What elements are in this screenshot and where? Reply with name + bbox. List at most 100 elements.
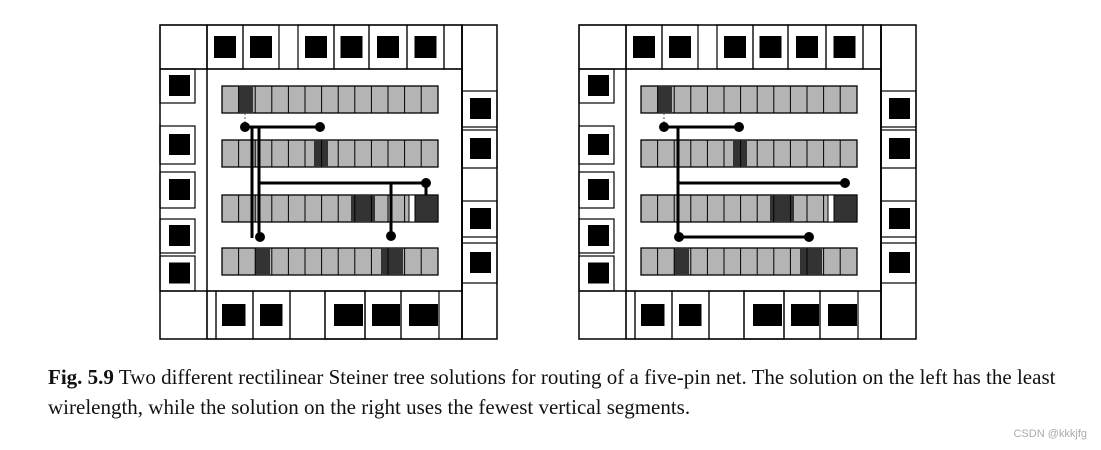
- cell-row: [640, 247, 858, 276]
- io-pad-slot: [242, 24, 280, 70]
- figure-diagram: [159, 24, 917, 340]
- io-pad-slot: [206, 290, 217, 340]
- io-pad: [641, 304, 663, 326]
- figure-label: Fig. 5.9: [48, 365, 114, 389]
- io-pad: [341, 304, 363, 326]
- io-pad: [833, 36, 856, 58]
- io-pad: [377, 36, 399, 58]
- pin-cell: [658, 86, 672, 113]
- io-pad: [889, 252, 910, 273]
- io-pad: [169, 75, 190, 96]
- pin-cell: [255, 248, 270, 275]
- watermark: CSDN @kkkjfg: [1013, 428, 1087, 440]
- io-pad: [222, 304, 244, 326]
- io-pad: [835, 304, 857, 326]
- io-pad: [169, 225, 190, 246]
- io-pad: [889, 98, 910, 119]
- io-pad-slot: [819, 290, 859, 340]
- pin-cell: [800, 248, 822, 275]
- io-pad: [416, 304, 438, 326]
- io-pad-slot: [661, 24, 699, 70]
- pin-cell: [674, 248, 689, 275]
- io-pad-slot: [159, 255, 196, 292]
- io-pad: [470, 138, 491, 159]
- figure-caption: Fig. 5.9 Two different rectilinear Stein…: [48, 362, 1058, 422]
- io-pad-slot: [443, 24, 463, 70]
- io-pad: [796, 36, 818, 58]
- right-pad-column: [880, 24, 917, 340]
- cell-row: [221, 194, 439, 223]
- io-pad-slot: [159, 68, 196, 104]
- io-pad: [250, 36, 272, 58]
- io-pad: [889, 208, 910, 229]
- net-pin-node: [804, 232, 814, 242]
- cell-row: [221, 139, 439, 168]
- io-pad: [305, 36, 327, 58]
- panel-right-fewest-vertical-segments: [578, 24, 917, 340]
- corner-cell: [578, 24, 627, 70]
- net-pin-node: [315, 122, 325, 132]
- io-pad: [340, 36, 363, 58]
- io-pad: [588, 75, 609, 96]
- io-pad-slot: [578, 218, 615, 254]
- net-pin-node: [386, 231, 396, 241]
- pin-cell: [239, 86, 253, 113]
- io-pad: [470, 208, 491, 229]
- io-pad-slot: [708, 290, 745, 340]
- pin-cell: [381, 248, 403, 275]
- corner-cell: [159, 24, 208, 70]
- io-pad: [588, 134, 609, 155]
- io-pad: [724, 36, 746, 58]
- cell-row: [640, 194, 858, 223]
- net-pin-node: [421, 178, 431, 188]
- cell-row: [640, 139, 858, 168]
- io-pad: [169, 134, 190, 155]
- io-pad-slot: [400, 290, 440, 340]
- net-pin-node: [255, 232, 265, 242]
- io-pad: [588, 179, 609, 200]
- right-pad-column: [461, 24, 498, 340]
- io-pad-slot: [578, 255, 615, 292]
- io-pad: [470, 252, 491, 273]
- pin-cell: [314, 140, 328, 167]
- cell-row: [221, 85, 439, 114]
- net-pin-node: [240, 122, 250, 132]
- net-pin-node: [734, 122, 744, 132]
- io-pad-slot: [625, 290, 636, 340]
- io-pad: [169, 179, 190, 200]
- pin-cell: [833, 194, 858, 223]
- io-pad-slot: [324, 290, 366, 340]
- io-pad-slot: [743, 290, 785, 340]
- io-pad: [414, 36, 437, 58]
- io-pad: [760, 304, 782, 326]
- io-pad-slot: [159, 171, 196, 209]
- io-pad: [588, 262, 609, 284]
- io-pad: [378, 304, 400, 326]
- net-pin-node: [840, 178, 850, 188]
- panel-left-least-wirelength: [159, 24, 498, 340]
- io-pad-slot: [862, 24, 882, 70]
- pin-cell: [733, 140, 747, 167]
- io-pad-slot: [578, 171, 615, 209]
- cell-row: [640, 85, 858, 114]
- io-pad: [214, 36, 236, 58]
- io-pad: [759, 36, 782, 58]
- caption-text: Two different rectilinear Steiner tree s…: [48, 365, 1056, 419]
- io-pad-slot: [578, 125, 615, 165]
- io-pad-slot: [289, 290, 326, 340]
- io-pad: [169, 262, 190, 284]
- pin-cell: [414, 194, 439, 223]
- io-pad: [260, 304, 282, 326]
- io-pad: [679, 304, 701, 326]
- io-pad-slot: [159, 125, 196, 165]
- cell-row: [221, 247, 439, 276]
- io-pad-slot: [159, 218, 196, 254]
- io-pad: [470, 98, 491, 119]
- io-pad: [633, 36, 655, 58]
- io-pad: [669, 36, 691, 58]
- net-pin-node: [674, 232, 684, 242]
- io-pad: [889, 138, 910, 159]
- io-pad: [588, 225, 609, 246]
- io-pad-slot: [578, 68, 615, 104]
- io-pad: [797, 304, 819, 326]
